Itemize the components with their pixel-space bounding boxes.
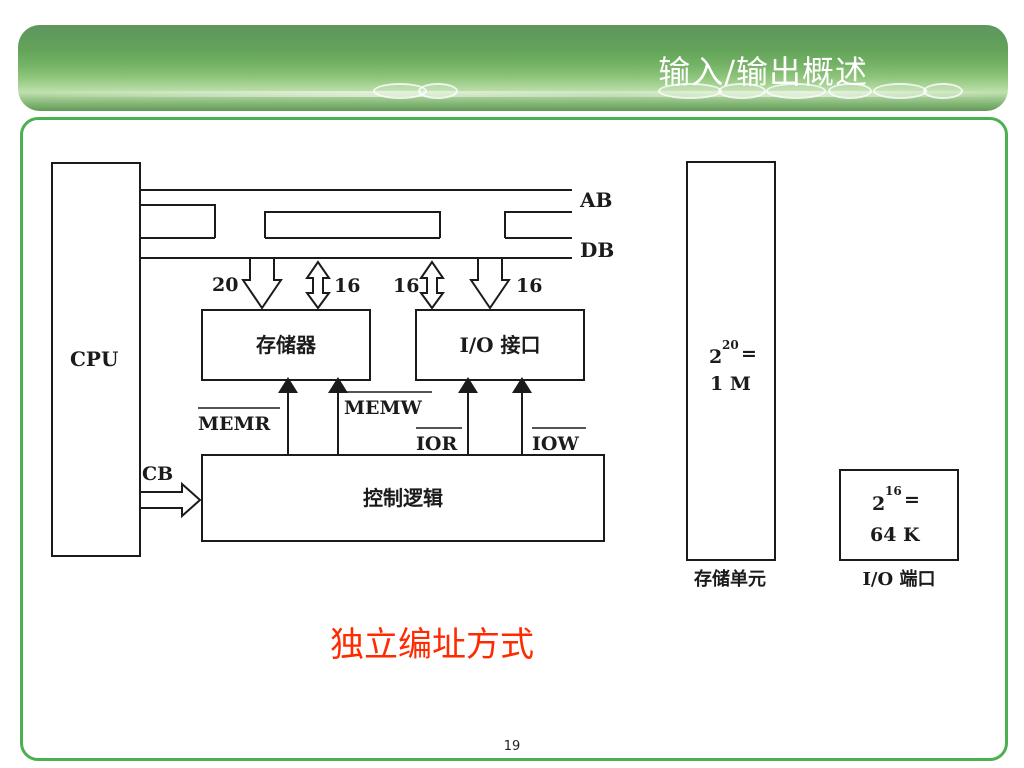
- slide-caption: 独立编址方式: [330, 625, 534, 665]
- io-space-label: I/O 端口: [863, 569, 936, 590]
- io-interface-label: I/O 接口: [459, 333, 540, 357]
- water-bubble: [766, 83, 826, 99]
- water-bubble: [718, 83, 766, 99]
- io-space-base: 2: [872, 493, 885, 515]
- data-bus-label: DB: [580, 238, 614, 262]
- memory-space-box: [686, 161, 776, 561]
- page-number: 19: [503, 739, 521, 754]
- slide-title: 输入/输出概述: [658, 53, 868, 91]
- control-bus-arrow: [140, 481, 202, 519]
- ior-signal: IOR: [416, 433, 457, 455]
- address-bus-line: [264, 211, 441, 238]
- memory-address-arrow: [241, 258, 283, 310]
- cpu-box: [51, 162, 141, 557]
- memory-addr-width: 20: [212, 274, 238, 296]
- io-space-equals: =: [904, 489, 920, 511]
- control-logic-label: 控制逻辑: [363, 486, 443, 510]
- memory-space-base: 2: [709, 346, 722, 368]
- io-data-width: 16: [393, 275, 419, 297]
- content-frame: [20, 117, 1008, 761]
- water-bubble: [418, 83, 458, 99]
- water-bubble: [923, 83, 963, 99]
- banner-sheen: [18, 25, 1008, 65]
- title-banner: 输入/输出概述: [18, 25, 1008, 111]
- cpu-label: CPU: [70, 347, 118, 371]
- memr-signal: MEMR: [198, 413, 271, 435]
- io-data-arrow: [419, 260, 445, 310]
- memory-space-exponent: 20: [722, 338, 739, 352]
- address-bus-line: [140, 204, 216, 238]
- io-addr-width: 16: [516, 275, 542, 297]
- io-space-exponent: 16: [885, 484, 902, 498]
- io-interface-box: [415, 309, 585, 381]
- address-bus-line: [504, 211, 572, 238]
- memory-space-size: 1 M: [710, 373, 751, 395]
- io-address-arrow: [469, 258, 511, 310]
- memory-data-width: 16: [334, 275, 360, 297]
- control-logic-box: [201, 454, 605, 542]
- control-bus-label: CB: [142, 463, 173, 485]
- address-bus-label: AB: [579, 188, 612, 212]
- io-space-box: [839, 469, 959, 561]
- memory-label: 存储器: [256, 333, 317, 357]
- memw-signal: MEMW: [344, 397, 423, 419]
- memory-space-label: 存储单元: [694, 568, 766, 590]
- memory-data-arrow: [305, 260, 331, 310]
- io-space-size: 64 K: [870, 524, 921, 546]
- banner-waterline: [18, 91, 1008, 97]
- iow-signal: IOW: [532, 433, 579, 455]
- memory-space-equals: =: [741, 343, 757, 365]
- water-bubble: [828, 83, 872, 99]
